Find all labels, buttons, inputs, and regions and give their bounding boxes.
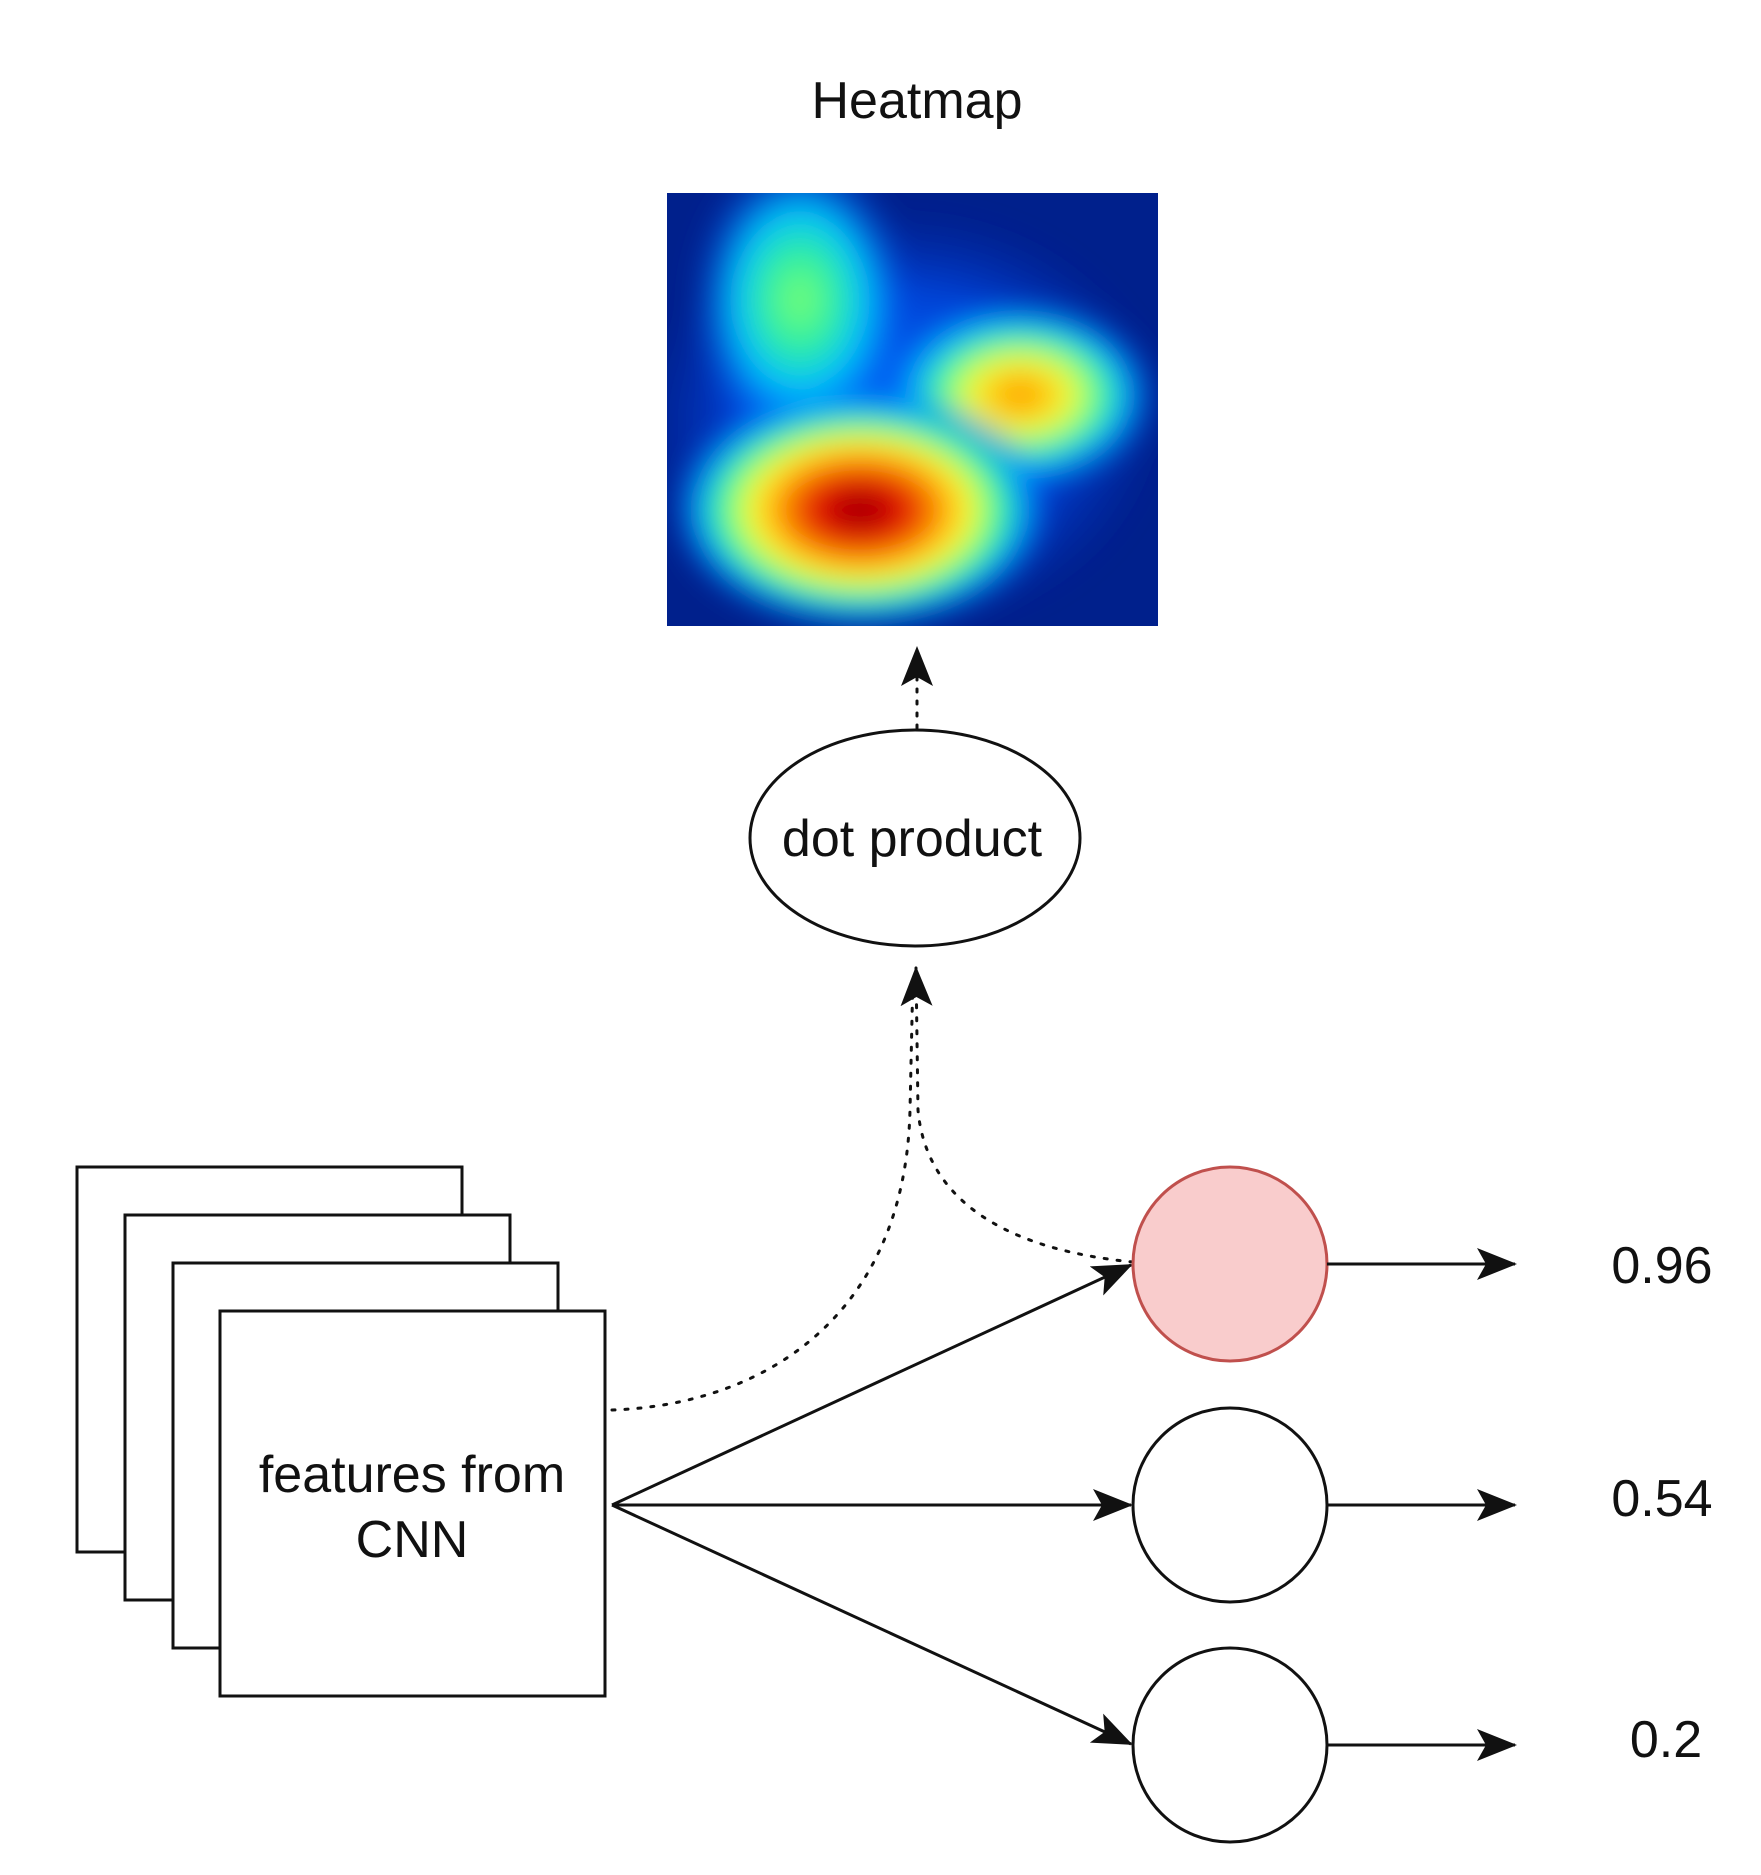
output-score-3: 0.2: [1630, 1711, 1702, 1769]
feature-map-front: [218, 1309, 607, 1698]
dot-product-node: dot product: [748, 728, 1082, 948]
heatmap-image: [667, 193, 1158, 626]
dotted-link-output: [900, 966, 1135, 1264]
features-label-line2: CNN: [356, 1511, 469, 1569]
dot-product-label: dot product: [782, 810, 1043, 868]
features-label-line1: features from: [259, 1446, 565, 1504]
heatmap-title: Heatmap: [812, 72, 1023, 130]
output-node-2: [1131, 1406, 1329, 1604]
output-node-1: [1131, 1165, 1329, 1363]
feature-map-stack: features from CNN: [75, 1165, 607, 1698]
output-score-2: 0.54: [1611, 1470, 1712, 1528]
dotted-link-features: [610, 971, 915, 1412]
arrow-to-output-1: [611, 1263, 1133, 1507]
output-score-1: 0.96: [1611, 1237, 1712, 1295]
arrow-to-output-3: [611, 1503, 1133, 1746]
output-node-3: [1131, 1646, 1329, 1844]
